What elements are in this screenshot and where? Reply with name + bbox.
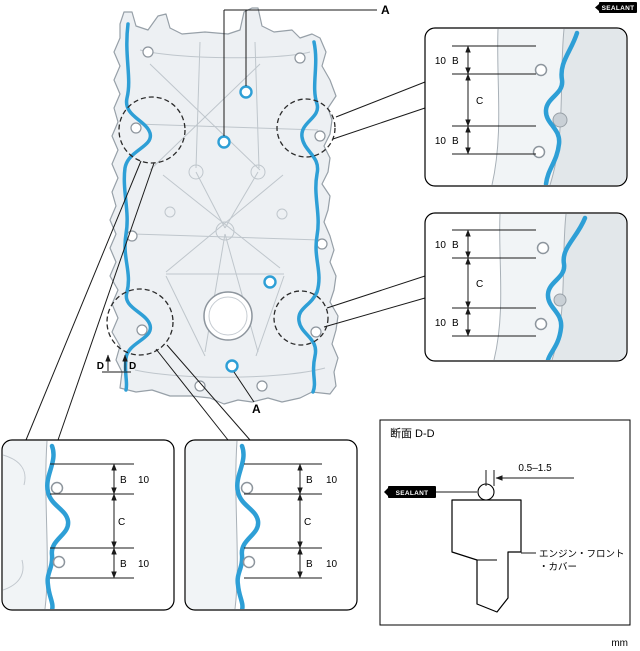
sealant-bead-cross-section [477, 483, 495, 501]
dim-value-bottom: 10 [326, 559, 338, 570]
dim-value-bottom: 10 [138, 559, 150, 570]
dim-value-bottom: 10 [435, 136, 447, 147]
detail-circle-upper-left [118, 96, 186, 164]
sealant-bead-detail [545, 215, 588, 360]
crankshaft-opening-inner [208, 296, 248, 336]
dim-ref-bottom: B [452, 318, 459, 329]
dim-value-top: 10 [326, 475, 338, 486]
sealant-badge-header: SEALANT [595, 2, 637, 13]
dim-ref-top: B [452, 240, 459, 251]
dimension-lines [50, 463, 134, 579]
part-label-line2: ・カバー [539, 562, 577, 573]
label-d-right: D [129, 361, 136, 372]
cover-cross-section [451, 499, 522, 613]
dim-ref-mid: C [476, 96, 483, 107]
sealant-bead-right [297, 40, 321, 394]
section-cut-d-markers [102, 354, 131, 373]
engine-front-cover-view: A A D D [97, 3, 390, 416]
sealant-badge-section-label: SEALANT [396, 490, 429, 497]
dim-value-top: 10 [435, 240, 447, 251]
callout-box-bottom-left: B 10 C B 10 [1, 439, 175, 611]
detail-circle-lower-right [273, 290, 329, 346]
sealant-bead-detail [543, 30, 580, 185]
cover-rib-lines [132, 41, 326, 378]
dim-value-top: 10 [435, 56, 447, 67]
dim-ref-mid: C [118, 517, 125, 528]
dim-ref-mid: C [304, 517, 311, 528]
gap-dimension-label: 0.5–1.5 [518, 463, 552, 474]
sealant-ringed-holes [217, 85, 277, 373]
callout-mid-right-art [493, 214, 626, 360]
callout-bottom-mid-art [186, 441, 261, 609]
label-d-left: D [97, 361, 104, 372]
sealant-badge-header-label: SEALANT [602, 5, 635, 12]
detail-circle-upper-right [276, 98, 336, 158]
unit-label: mm [611, 638, 628, 649]
dim-ref-mid: C [476, 279, 483, 290]
part-label-line1: エンジン・フロント [539, 549, 625, 560]
callout-a-top [223, 9, 377, 136]
crankshaft-opening [203, 291, 253, 341]
callout-a-bottom [233, 371, 255, 403]
callout-top-right-art [491, 29, 626, 185]
dowel-pin [552, 112, 568, 128]
sealant-badge-section: SEALANT [384, 486, 477, 498]
label-a-top: A [381, 3, 390, 17]
callout-leader-lines [25, 81, 426, 441]
dim-ref-bottom: B [306, 559, 313, 570]
sealant-bead-detail [235, 443, 261, 609]
section-title: 断面 D-D [390, 426, 435, 440]
callout-box-mid-right: 10 B C 10 B [424, 212, 628, 362]
detail-area-circles [106, 96, 336, 356]
gap-dimension-lines [485, 470, 574, 486]
dimension-lines [452, 229, 536, 337]
boss-detail [553, 293, 567, 307]
cover-outline [109, 7, 339, 405]
dim-ref-top: B [120, 475, 127, 486]
detail-circle-lower-left [106, 288, 174, 356]
dimension-lines [244, 463, 322, 579]
dimension-lines [452, 45, 536, 155]
callout-bottom-left-art [3, 441, 71, 609]
dim-value-bottom: 10 [435, 318, 447, 329]
dim-ref-bottom: B [120, 559, 127, 570]
dim-ref-top: B [306, 475, 313, 486]
label-a-bottom: A [252, 402, 261, 416]
sealant-bead-detail [45, 443, 71, 609]
dim-ref-bottom: B [452, 136, 459, 147]
dim-ref-top: B [452, 56, 459, 67]
callout-box-top-right: 10 B C 10 B [424, 27, 628, 187]
callout-box-bottom-mid: B 10 C B 10 [184, 439, 358, 611]
dim-value-top: 10 [138, 475, 150, 486]
section-d-d-box: 断面 D-D 0.5–1.5 SEALANT エンジン・フロント ・カバー [379, 419, 631, 626]
